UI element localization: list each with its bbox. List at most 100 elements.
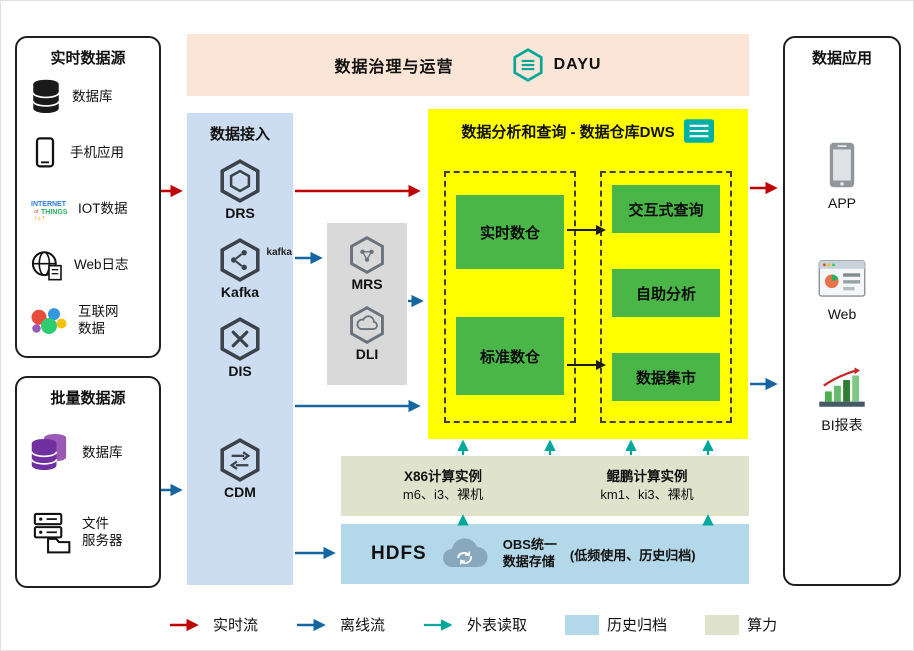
- realtime-warehouse-box: 实时数仓: [456, 195, 564, 269]
- list-item: 数据库: [17, 418, 159, 488]
- service-label: DIS: [228, 363, 252, 379]
- list-item: APP: [822, 140, 862, 211]
- service-mrs: MRS: [327, 235, 407, 292]
- legend-archive: 历史归档: [565, 614, 667, 635]
- service-label: CDM: [224, 484, 256, 500]
- service-label: Kafka: [220, 284, 260, 300]
- governance-banner: 数据治理与运营 DAYU: [187, 34, 749, 96]
- internet-data-bubbles-icon: [31, 308, 67, 334]
- compute-instances-box: X86计算实例 m6、i3、裸机 鲲鹏计算实例 km1、ki3、裸机: [341, 456, 749, 516]
- realtime-sources-panel: 实时数据源 数据库 手机应用 INTERNET of THINGS I o T: [15, 36, 161, 358]
- kunpeng-title: 鲲鹏计算实例: [606, 469, 688, 485]
- iot-wordcloud-icon: INTERNET of THINGS I o T: [31, 201, 68, 222]
- svg-text:of: of: [34, 209, 39, 215]
- source-label: 手机应用: [70, 144, 124, 160]
- data-applications-title: 数据应用: [811, 50, 872, 67]
- legend-label: 算力: [747, 617, 778, 634]
- analysis-group: 交互式查询 自助分析 数据集市: [600, 171, 732, 423]
- obs-note: (低频使用、历史归档): [569, 547, 696, 563]
- legend: 实时流 离线流 外表读取 历史归档 算力: [169, 614, 777, 635]
- list-item: 互联网 数据: [17, 294, 159, 348]
- middleware-box: MRS DLI: [327, 223, 407, 385]
- list-item: Web日志: [17, 238, 159, 292]
- source-label: IOT数据: [78, 200, 128, 216]
- teal-arrow-icon: [424, 618, 453, 631]
- self-service-analysis-box: 自助分析: [612, 269, 720, 317]
- service-kafka: kafka Kafka: [187, 237, 293, 300]
- legend-label: 外表读取: [467, 617, 528, 634]
- compute-swatch: [705, 614, 740, 635]
- service-label: MRS: [351, 276, 383, 292]
- governance-title: 数据治理与运营: [334, 59, 454, 76]
- web-log-globe-icon: [31, 251, 62, 281]
- service-dis: DIS: [187, 316, 293, 379]
- application-label: BI报表: [821, 417, 863, 433]
- svg-text:INTERNET: INTERNET: [31, 201, 67, 208]
- kafka-wordmark: kafka: [266, 247, 292, 258]
- storage-box: HDFS OBS统一 数据存储 (低频使用、历史归档): [341, 524, 749, 584]
- legend-offline: 离线流: [296, 614, 385, 635]
- data-applications-panel: 数据应用 APP Web: [783, 36, 901, 586]
- list-item: Web: [817, 257, 867, 322]
- dis-hexagon-icon: [220, 317, 260, 361]
- service-label: DLI: [355, 346, 379, 362]
- service-cdm: CDM: [187, 437, 293, 500]
- legend-compute: 算力: [705, 614, 777, 635]
- dayu-logo: DAYU: [510, 47, 602, 83]
- application-label: Web: [827, 306, 857, 322]
- source-label: 互联网 数据: [78, 304, 119, 336]
- batch-sources-panel: 批量数据源 数据库 文件 服务器: [15, 376, 161, 588]
- svg-text:THINGS: THINGS: [41, 209, 68, 216]
- x86-title: X86计算实例: [403, 469, 483, 485]
- mrs-hexagon-icon: [350, 236, 384, 274]
- warehouse-group: 实时数仓 标准数仓: [444, 171, 576, 423]
- source-label: 数据库: [82, 444, 123, 460]
- source-label: 数据库: [72, 88, 113, 104]
- obs-cloud-icon: [442, 538, 488, 567]
- data-ingestion-panel: 数据接入 DRS kafka Kafka: [187, 113, 293, 585]
- service-drs: DRS: [187, 158, 293, 221]
- batch-sources-title: 批量数据源: [50, 390, 126, 407]
- dws-document-icon: [683, 119, 714, 143]
- dli-hexagon-icon: [350, 306, 384, 344]
- standard-warehouse-box: 标准数仓: [456, 317, 564, 395]
- legend-external: 外表读取: [423, 614, 527, 635]
- kunpeng-subtitle: km1、ki3、裸机: [600, 487, 694, 503]
- kunpeng-compute: 鲲鹏计算实例 km1、ki3、裸机: [545, 456, 749, 516]
- cdm-hexagon-icon: [220, 438, 260, 482]
- data-ingestion-title: 数据接入: [209, 126, 270, 143]
- legend-realtime: 实时流: [169, 614, 258, 635]
- realtime-sources-title: 实时数据源: [50, 50, 126, 67]
- service-label: DRS: [225, 205, 255, 221]
- database-cluster-icon: [30, 434, 67, 471]
- legend-label: 离线流: [340, 617, 386, 634]
- list-item: 手机应用: [17, 126, 159, 180]
- list-item: 文件 服务器: [17, 498, 159, 568]
- application-label: APP: [827, 195, 856, 211]
- dws-block: 数据分析和查询 - 数据仓库DWS 实时数仓 标准数仓 交互式查询 自助分析 数…: [428, 109, 748, 439]
- dws-title: 数据分析和查询 - 数据仓库DWS: [461, 123, 675, 141]
- drs-hexagon-icon: [220, 159, 260, 203]
- obs-label: OBS统一 数据存储: [502, 537, 557, 569]
- web-browser-icon: [818, 260, 866, 297]
- service-dli: DLI: [327, 305, 407, 362]
- bi-report-icon: [819, 367, 865, 407]
- hdfs-label: HDFS: [371, 543, 427, 564]
- kafka-hexagon-icon: [220, 238, 260, 282]
- list-item: 数据库: [17, 70, 159, 124]
- red-arrow-icon: [170, 618, 199, 631]
- svg-text:I o T: I o T: [35, 216, 45, 222]
- data-mart-box: 数据集市: [612, 353, 720, 401]
- database-icon: [32, 79, 60, 114]
- interactive-query-box: 交互式查询: [612, 185, 720, 233]
- list-item: INTERNET of THINGS I o T IOT数据: [17, 182, 159, 236]
- x86-subtitle: m6、i3、裸机: [402, 487, 484, 503]
- mobile-phone-icon: [35, 137, 55, 168]
- legend-label: 实时流: [213, 617, 259, 634]
- archive-swatch: [565, 614, 600, 635]
- dws-title-row: 数据分析和查询 - 数据仓库DWS: [428, 109, 748, 144]
- blue-arrow-icon: [297, 618, 326, 631]
- source-label: 文件 服务器: [82, 516, 123, 548]
- dayu-hexagon-icon: [512, 48, 543, 82]
